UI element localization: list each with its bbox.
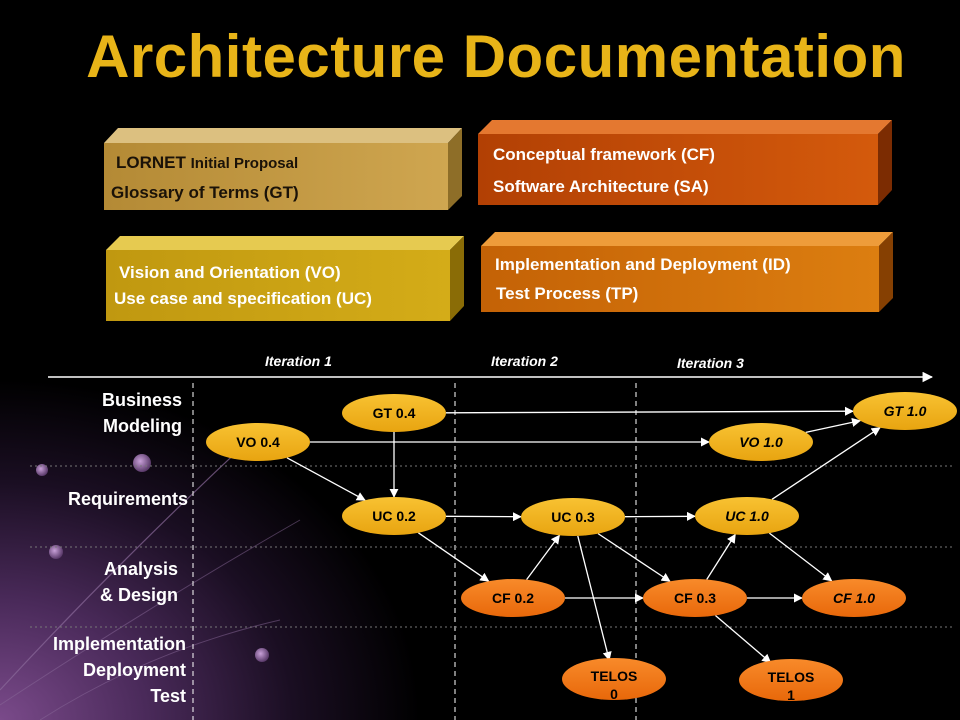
node-label: CF 0.2 — [492, 590, 534, 606]
node-shape — [461, 579, 565, 617]
page-title: Architecture Documentation — [86, 23, 906, 90]
edge-cf03-uc10 — [706, 533, 736, 580]
edge-uc10-gt10 — [771, 427, 881, 500]
node-uc03: UC 0.3 — [521, 498, 625, 536]
decorative-dot — [49, 545, 63, 559]
node-cf03: CF 0.3 — [643, 579, 747, 617]
edge-vo10-gt10 — [805, 417, 862, 433]
node-shape — [695, 497, 799, 535]
doc-box-glossary-line2: Glossary of Terms (GT) — [111, 183, 299, 202]
node-shape — [342, 497, 446, 535]
node-shape — [739, 659, 843, 701]
edge-gt04-gt10 — [445, 406, 854, 416]
iteration-label-1: Iteration 1 — [265, 353, 332, 369]
node-label: UC 0.2 — [372, 508, 416, 524]
swoosh-line — [0, 519, 301, 706]
node-shape — [709, 423, 813, 461]
node-shape — [521, 498, 625, 536]
edge-uc02-cf02 — [417, 532, 490, 582]
node-label: UC 0.3 — [551, 509, 595, 525]
swoosh-line — [39, 619, 281, 720]
edge-cf03-telos1 — [715, 614, 772, 664]
node-label: GT 0.4 — [373, 405, 416, 421]
node-shape — [206, 423, 310, 461]
node-shape — [802, 579, 906, 617]
node-label: CF 1.0 — [833, 590, 875, 606]
doc-box-framework — [478, 120, 892, 205]
doc-box-glossary — [104, 128, 462, 210]
decorative-dot — [36, 464, 48, 476]
iteration-label-3: Iteration 3 — [677, 355, 744, 371]
node-gt04: GT 0.4 — [342, 394, 446, 432]
decorative-dot — [133, 454, 151, 472]
node-vo10: VO 1.0 — [709, 423, 813, 461]
node-vo04: VO 0.4 — [206, 423, 310, 461]
node-label: UC 1.0 — [725, 508, 769, 524]
doc-box-implementation-line2: Test Process (TP) — [496, 284, 639, 303]
node-label: GT 1.0 — [884, 403, 927, 419]
doc-box-implementation — [481, 232, 893, 312]
node-label: CF 0.3 — [674, 590, 716, 606]
swoosh-line — [0, 429, 261, 691]
node-uc02: UC 0.2 — [342, 497, 446, 535]
node-cf02: CF 0.2 — [461, 579, 565, 617]
edge-vo04-uc02 — [286, 457, 366, 501]
node-shape — [643, 579, 747, 617]
decorative-dot — [255, 648, 269, 662]
doc-box-framework-line1: Conceptual framework (CF) — [493, 145, 715, 164]
doc-box-vision-line2: Use case and specification (UC) — [114, 289, 372, 308]
node-shape — [342, 394, 446, 432]
node-shape — [562, 658, 666, 700]
edge-uc10-cf10 — [768, 532, 833, 582]
node-gt10: GT 1.0 — [853, 392, 957, 430]
edge-uc03-cf03 — [597, 533, 671, 582]
node-uc10: UC 1.0 — [695, 497, 799, 535]
doc-box-glossary-line1: LORNET Initial Proposal — [116, 153, 299, 172]
edge-cf02-uc03 — [526, 534, 560, 581]
doc-box-framework-line2: Software Architecture (SA) — [493, 177, 709, 196]
node-label: VO 1.0 — [739, 434, 783, 450]
node-cf10: CF 1.0 — [802, 579, 906, 617]
lane-label-analysis: Analysis& Design — [99, 559, 178, 605]
doc-box-vision-line1: Vision and Orientation (VO) — [119, 263, 341, 282]
iteration-label-2: Iteration 2 — [491, 353, 558, 369]
node-shape — [853, 392, 957, 430]
doc-box-vision — [106, 236, 464, 321]
node-label: VO 0.4 — [236, 434, 280, 450]
doc-box-implementation-line1: Implementation and Deployment (ID) — [495, 255, 791, 274]
lane-label-requirements: Requirements — [67, 489, 188, 509]
